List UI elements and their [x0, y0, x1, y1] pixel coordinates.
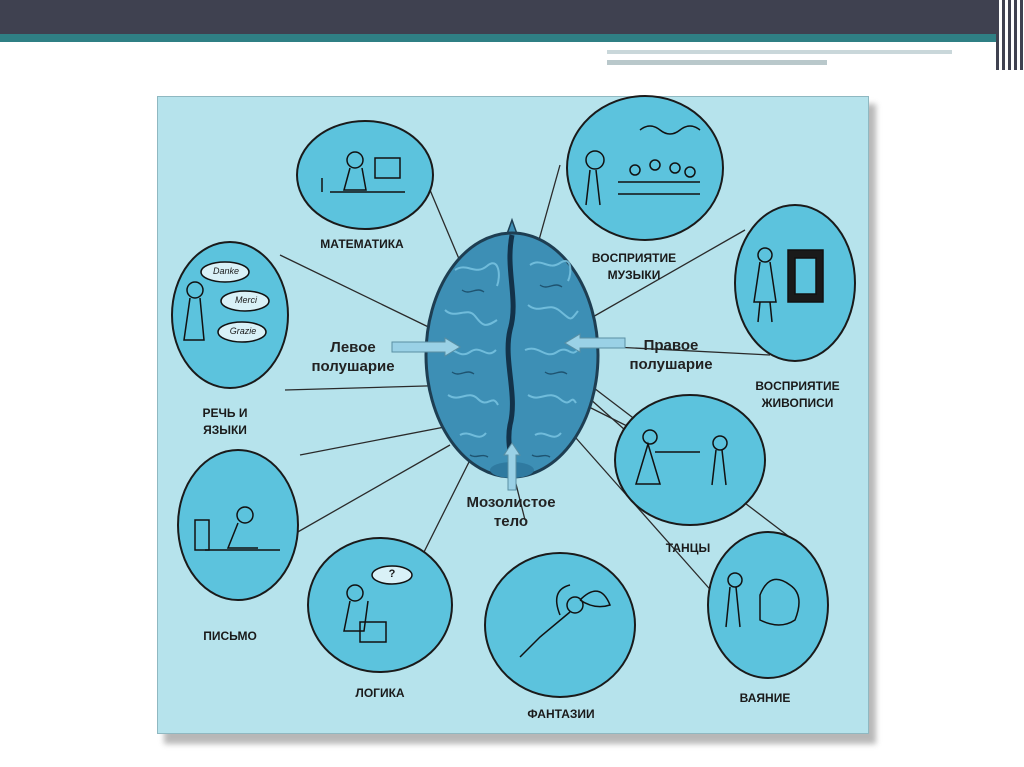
label-left-hemisphere: Левое полушарие [298, 338, 408, 376]
bubble-grazie: Grazie [222, 323, 264, 340]
label-writing: ПИСЬМО [190, 628, 270, 645]
bubble-danke: Danke [205, 263, 247, 280]
label-fantasy: ФАНТАЗИИ [512, 706, 610, 723]
label-mathematics: МАТЕМАТИКА [308, 236, 416, 253]
label-right-hemisphere: Правое полушарие [616, 336, 726, 374]
circle-mathematics [297, 121, 433, 229]
circle-fantasy [485, 553, 635, 697]
circle-dance [615, 395, 765, 525]
label-speech: РЕЧЬ И ЯЗЫКИ [190, 405, 260, 439]
label-painting: ВОСПРИЯТИЕ ЖИВОПИСИ [735, 378, 860, 412]
label-logic: ЛОГИКА [340, 685, 420, 702]
label-corpus-callosum: Мозолистое тело [446, 493, 576, 531]
bubble-logic: ? [378, 566, 406, 583]
bubble-merci: Merci [225, 292, 267, 309]
label-dance: ТАНЦЫ [648, 540, 728, 557]
label-sculpture: ВАЯНИЕ [722, 690, 808, 707]
label-music: ВОСПРИЯТИЕ МУЗЫКИ [578, 250, 690, 284]
circle-logic [308, 538, 452, 672]
